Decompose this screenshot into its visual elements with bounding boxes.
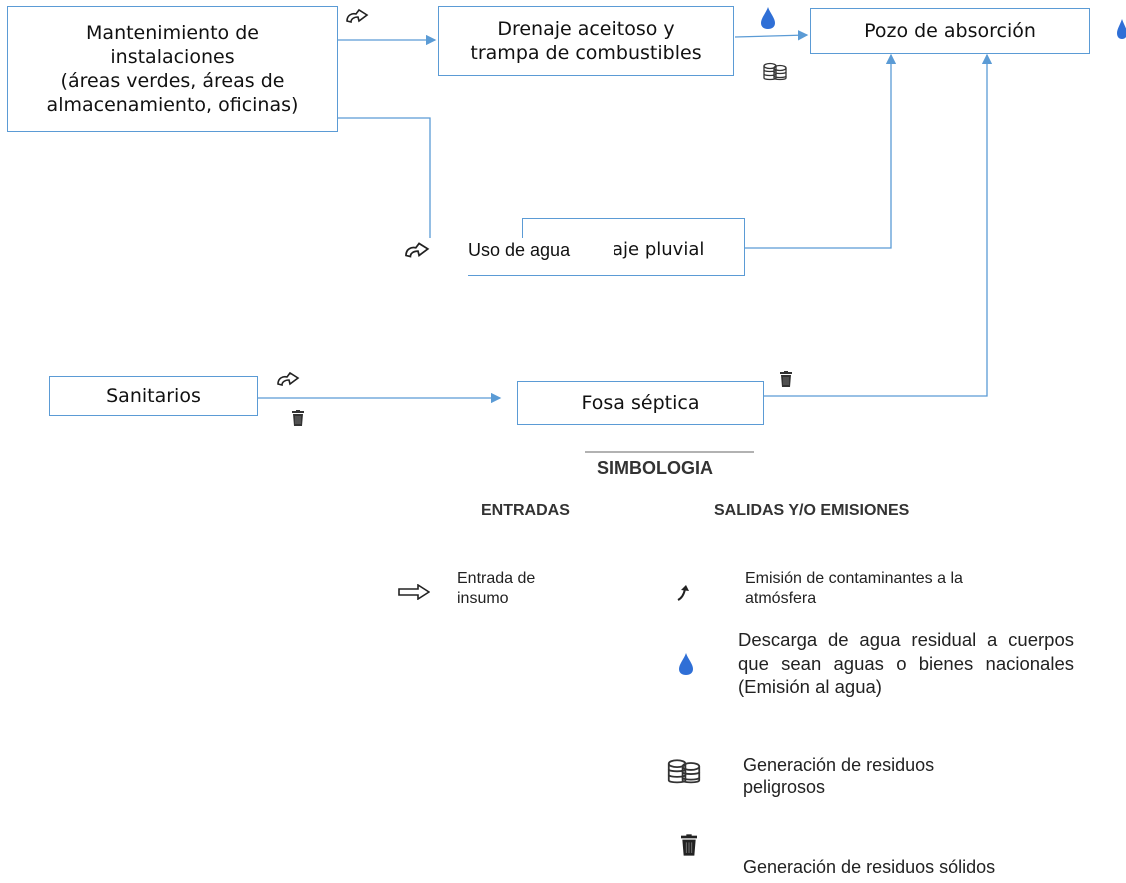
- box-mantenimiento-label: Mantenimiento de instalaciones (áreas ve…: [46, 22, 299, 116]
- box-sanitarios: Sanitarios: [49, 376, 258, 416]
- hand-input-icon: [346, 8, 369, 24]
- box-mantenimiento: Mantenimiento de instalaciones (áreas ve…: [7, 6, 338, 132]
- legend-hazardous-waste-label: Generación de residuos peligrosos: [743, 755, 935, 797]
- uso-de-agua-label: Uso de agua: [468, 240, 571, 260]
- air-emission-icon: [677, 585, 689, 601]
- box-fosa-septica: Fosa séptica: [517, 381, 764, 425]
- hollow-arrow-icon: [398, 584, 430, 600]
- legend-solid-waste-label: Generación de residuos sólidos: [743, 857, 996, 877]
- hand-input-icon: [277, 371, 300, 387]
- box-pozo-absorcion: Pozo de absorción: [810, 8, 1090, 54]
- connector-mantenimiento-uso-agua: [337, 117, 431, 238]
- hazardous-waste-icon: [667, 759, 701, 784]
- box-pozo-absorcion-label: Pozo de absorción: [864, 20, 1036, 42]
- hazardous-waste-icon: [763, 62, 787, 81]
- connector-drenaje-pozo: [734, 30, 809, 41]
- legend-inputs-header: ENTRADAS: [481, 502, 570, 519]
- box-drenaje-aceitoso: Drenaje aceitoso y trampa de combustible…: [438, 6, 734, 76]
- water-drop-icon: [1117, 19, 1126, 39]
- trash-icon: [681, 834, 697, 856]
- water-drop-icon: [761, 7, 775, 29]
- legend-emission-air-label: Emisión de contaminantes a la atmósfera: [745, 570, 963, 607]
- box-drenaje-pluvial-label: aje pluvial: [612, 239, 705, 260]
- trash-icon: [292, 410, 304, 426]
- hand-input-icon: [405, 242, 430, 258]
- box-fosa-septica-label: Fosa séptica: [581, 392, 700, 414]
- water-drop-icon: [679, 653, 693, 675]
- legend-input-label: Entrada de insumo: [457, 570, 536, 607]
- box-sanitarios-label: Sanitarios: [106, 385, 201, 407]
- legend-title: SIMBOLOGIA: [597, 458, 713, 478]
- box-drenaje-aceitoso-label: Drenaje aceitoso y trampa de combustible…: [470, 18, 702, 64]
- uso-de-agua-overlay: Uso de agua: [468, 238, 614, 276]
- legend-outputs-header: SALIDAS Y/O EMISIONES: [714, 502, 910, 519]
- connector-fosa-pozo: [764, 53, 993, 397]
- trash-icon: [780, 371, 792, 387]
- legend-emission-water-label: Descarga de agua residual a cuerpos que …: [738, 629, 1074, 697]
- connector-pluvial-pozo: [745, 53, 897, 249]
